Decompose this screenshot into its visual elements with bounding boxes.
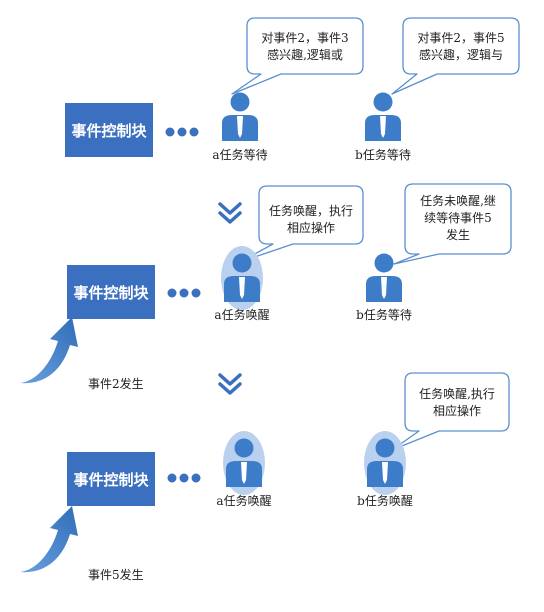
chevron-stroke-1 (218, 373, 242, 386)
person-tie (382, 462, 388, 484)
person-head (374, 253, 394, 273)
stage1-task-a-bubble (231, 17, 364, 95)
stage2-event-label: 事件2发生 (88, 377, 144, 391)
stage3-event-arrow-icon (20, 506, 78, 573)
stage3-task-a-person-icon (223, 431, 265, 495)
stage3-event-label: 事件5发生 (88, 568, 144, 582)
dot-1 (165, 127, 175, 137)
stage3-dots (167, 473, 201, 483)
stage2-task-a-bubble-text: 任务唤醒，执行相应操作 (268, 204, 353, 235)
stage3-task-b-label: b任务唤醒 (357, 494, 413, 508)
person-tie (380, 116, 386, 138)
dot-1 (167, 473, 177, 483)
person-head (375, 438, 395, 458)
stage1-task-a-label: a任务等待 (212, 148, 268, 162)
person-head (373, 92, 393, 112)
chevron-down-2-icon (218, 373, 242, 395)
person-tie (237, 116, 243, 138)
dot-2 (177, 127, 187, 137)
stage1-dots (165, 127, 199, 137)
person-tie (381, 277, 387, 299)
stage2-dots (167, 288, 201, 298)
person-tie (239, 277, 245, 299)
chevron-stroke-2 (218, 382, 242, 395)
stage1-task-b-person-icon (365, 92, 401, 141)
dot-3 (189, 127, 199, 137)
stage2-task-a-person-icon (221, 246, 263, 310)
chevron-down-1-icon (218, 202, 242, 224)
event-control-block-2: 事件控制块 (67, 265, 155, 319)
stage1-task-a-person-icon (222, 92, 258, 141)
person-head (230, 92, 250, 112)
event-control-block-3: 事件控制块 (67, 452, 155, 506)
person-head (234, 438, 254, 458)
person-tie (241, 462, 247, 484)
person-head (232, 253, 252, 273)
stage2-event-arrow-icon (20, 317, 78, 384)
stage3-task-b-bubble-text: 任务唤醒,执行相应操作 (419, 387, 495, 418)
dot-3 (191, 473, 201, 483)
dot-2 (179, 473, 189, 483)
chevron-stroke-1 (218, 202, 242, 215)
dot-1 (167, 288, 177, 298)
stage2-task-b-label: b任务等待 (356, 308, 412, 322)
stage2-task-a-label: a任务唤醒 (214, 308, 270, 322)
dot-2 (179, 288, 189, 298)
stage1-task-b-label: b任务等待 (355, 148, 411, 162)
chevron-stroke-2 (218, 211, 242, 224)
stage3-task-b-bubble (391, 372, 510, 451)
stage3-task-a-label: a任务唤醒 (216, 494, 272, 508)
stage1-task-b-bubble (391, 17, 520, 95)
event-control-block-1: 事件控制块 (65, 103, 153, 157)
stage3-task-b-person-icon (364, 431, 406, 495)
dot-3 (191, 288, 201, 298)
stage2-task-b-person-icon (366, 253, 402, 302)
stage2-task-a-bubble (239, 185, 364, 263)
stage2-task-b-bubble (393, 183, 512, 265)
